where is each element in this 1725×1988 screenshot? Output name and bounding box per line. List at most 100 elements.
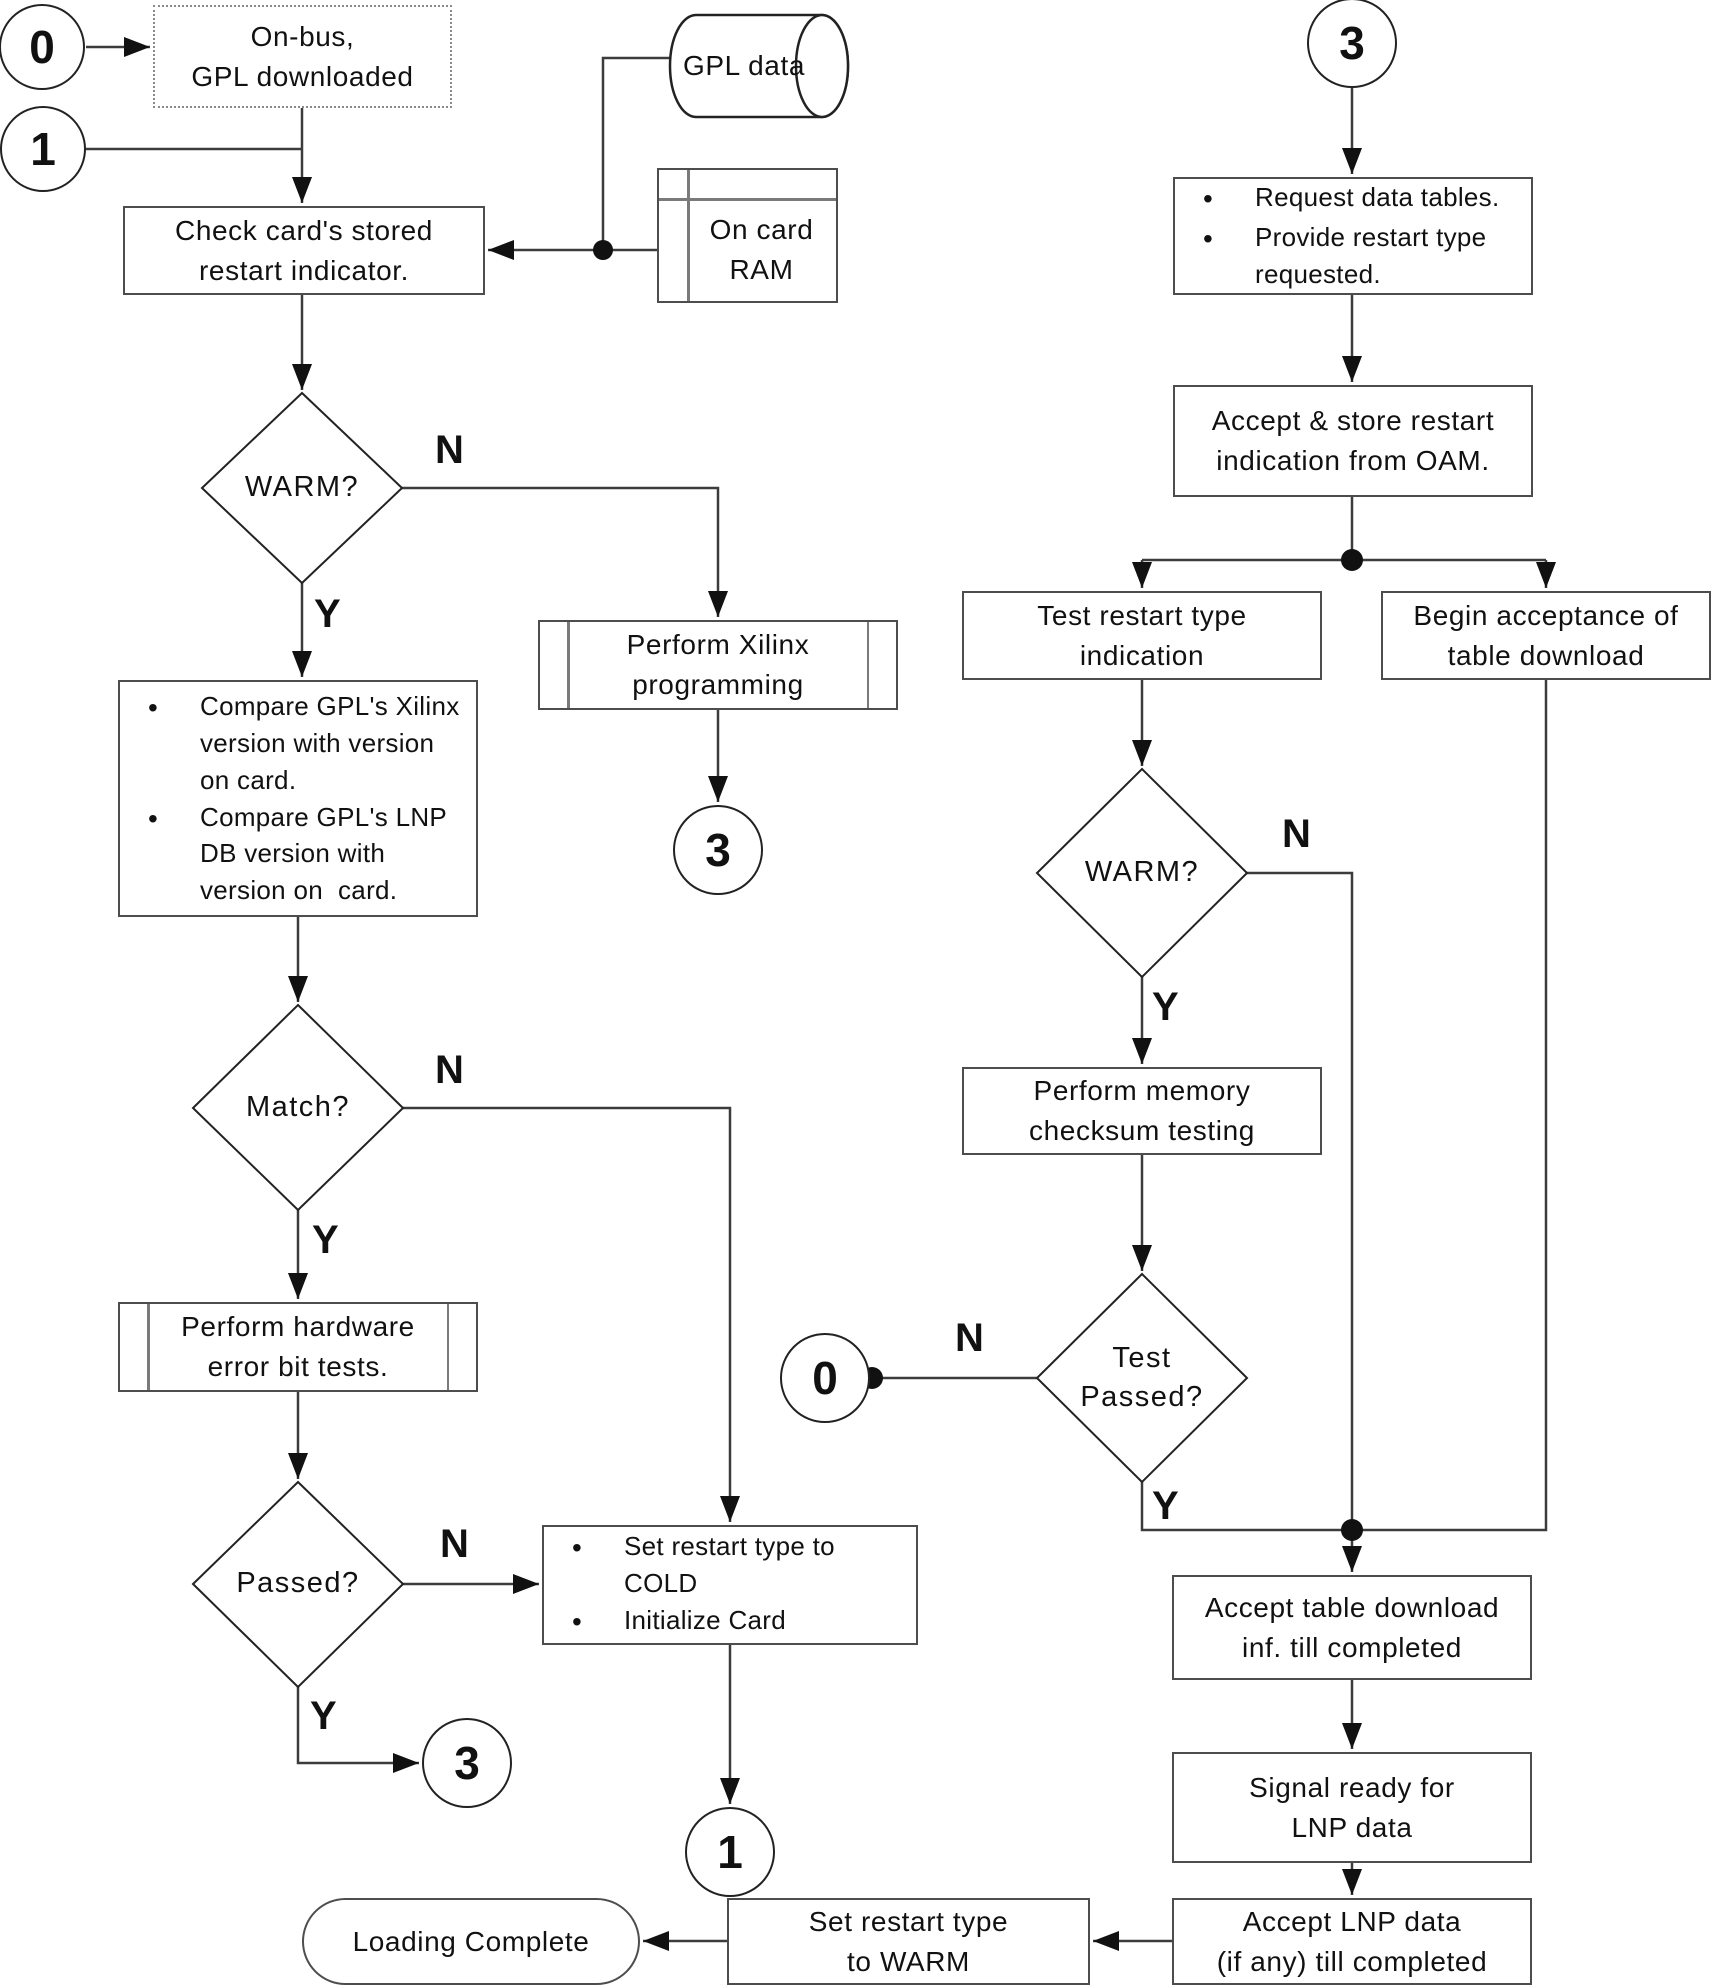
- decision-testpassed-label: Test Passed?: [1080, 1341, 1204, 1413]
- connector-3-passed-yes-label: 3: [454, 1737, 480, 1789]
- connector-1-after-cold: 1: [685, 1807, 775, 1897]
- terminal-loading-complete-text: Loading Complete: [352, 1925, 590, 1957]
- cold-item-1: • Set restart type to COLD: [572, 1528, 910, 1602]
- subroutine-hw-text: Perform hardware error bit tests.: [181, 1311, 415, 1382]
- subroutine-xilinx-right-bar: [866, 622, 869, 708]
- edge-warm2-no-down: [1247, 871, 1354, 1530]
- decision-match-text: Match?: [193, 1078, 403, 1138]
- bullet-icon: •: [1203, 222, 1214, 254]
- process-accept-store-restart-oam: Accept & store restart indication from O…: [1173, 385, 1533, 497]
- on-card-ram-inner-vline: [687, 170, 690, 301]
- decision-testpassed-shape: [1035, 1272, 1249, 1484]
- label-match-yes: Y: [312, 1218, 340, 1262]
- label-warm2-no: N: [1282, 812, 1312, 856]
- connector-3-passed-yes: 3: [422, 1718, 512, 1808]
- gpl-data-label: GPL data: [664, 36, 824, 96]
- decision-match-label: Match?: [245, 1091, 351, 1124]
- label-testpassed-yes: Y: [1152, 1484, 1180, 1528]
- process-set-cold-initialize: • Set restart type to COLD • Initialize …: [542, 1525, 918, 1645]
- on-card-ram-store: On card RAM: [657, 168, 838, 303]
- bullet-icon: •: [1203, 183, 1214, 215]
- connector-3-after-xilinx: 3: [673, 805, 763, 895]
- bullet-icon: •: [572, 1606, 583, 1638]
- compare-item-2-text: Compare GPL's LNP DB version with versio…: [200, 801, 448, 906]
- label-passed-no: N: [440, 1522, 470, 1566]
- process-signal-ready-lnp-text: Signal ready for LNP data: [1249, 1771, 1455, 1843]
- process-test-restart-type: Test restart type indication: [962, 591, 1322, 680]
- cold-item-2: • Initialize Card: [572, 1602, 910, 1642]
- connector-3-right-start: 3: [1307, 0, 1397, 88]
- decision-match-shape: [191, 1003, 405, 1212]
- edge-passed-yes-c3: [296, 1687, 419, 1773]
- connector-0-test-failed-label: 0: [812, 1352, 838, 1404]
- bullet-icon: •: [572, 1532, 583, 1564]
- gpl-data-cylinder-icon: [668, 13, 850, 119]
- process-request-data-tables: • Request data tables. • Provide restart…: [1173, 177, 1533, 295]
- cold-item-2-text: Initialize Card: [624, 1605, 787, 1636]
- connector-3-after-xilinx-label: 3: [705, 824, 731, 876]
- connector-3-right-start-label: 3: [1339, 17, 1365, 69]
- connector-1-start-label: 1: [30, 123, 56, 175]
- connector-1-after-cold-label: 1: [717, 1826, 743, 1878]
- decision-warm2-text: WARM?: [1037, 843, 1247, 903]
- decision-passed-label: Passed?: [236, 1567, 360, 1600]
- request-item-1-text: Request data tables.: [1255, 182, 1500, 213]
- process-set-restart-warm-text: Set restart type to WARM: [808, 1905, 1009, 1977]
- decision-passed-text: Passed?: [193, 1554, 403, 1614]
- process-check-restart-indicator: Check card's stored restart indicator.: [123, 206, 485, 295]
- process-accept-lnp-data: Accept LNP data (if any) till completed: [1172, 1898, 1532, 1985]
- process-accept-table-download-text: Accept table download inf. till complete…: [1204, 1591, 1500, 1663]
- label-testpassed-no: N: [955, 1316, 985, 1360]
- decision-testpassed-text: Test Passed?: [1037, 1320, 1247, 1436]
- process-set-restart-warm: Set restart type to WARM: [727, 1898, 1090, 1985]
- process-signal-ready-lnp: Signal ready for LNP data: [1172, 1752, 1532, 1863]
- subroutine-hardware-error-bit-tests: Perform hardware error bit tests.: [118, 1302, 478, 1392]
- edge-testpassed-yes-join: [1140, 1482, 1352, 1532]
- process-check-restart-indicator-text: Check card's stored restart indicator.: [175, 214, 433, 286]
- edge-match-no-cold: [403, 1106, 740, 1522]
- subroutine-perform-xilinx-programming: Perform Xilinx programming: [538, 620, 898, 710]
- state-onbus-gpl-downloaded: On-bus, GPL downloaded: [153, 5, 452, 108]
- decision-passed-shape: [191, 1480, 405, 1689]
- process-accept-table-download: Accept table download inf. till complete…: [1172, 1575, 1532, 1680]
- junction-dot-oam: [1341, 549, 1363, 571]
- state-onbus-gpl-downloaded-text: On-bus, GPL downloaded: [191, 20, 414, 92]
- decision-warm1-shape: [200, 391, 404, 585]
- compare-item-1: • Compare GPL's Xilinx version with vers…: [148, 688, 470, 799]
- decision-warm1-label: WARM?: [244, 471, 360, 504]
- process-compare-versions: • Compare GPL's Xilinx version with vers…: [118, 680, 478, 917]
- process-begin-acceptance-table-download: Begin acceptance of table download: [1381, 591, 1711, 680]
- process-begin-acceptance-text: Begin acceptance of table download: [1413, 599, 1679, 671]
- request-item-2-text: Provide restart type requested.: [1255, 221, 1487, 289]
- junction-dot-join: [1341, 1519, 1363, 1541]
- compare-item-1-text: Compare GPL's Xilinx version with versio…: [200, 690, 460, 795]
- on-card-ram-inner-hline: [659, 198, 836, 201]
- request-item-2: • Provide restart type requested.: [1203, 219, 1525, 293]
- connector-1-start: 1: [0, 106, 86, 192]
- process-accept-lnp-data-text: Accept LNP data (if any) till completed: [1216, 1905, 1488, 1977]
- process-memory-checksum-text: Perform memory checksum testing: [1029, 1075, 1255, 1146]
- subroutine-xilinx-text: Perform Xilinx programming: [626, 629, 810, 700]
- connector-0-start: 0: [0, 4, 85, 90]
- decision-warm2-label: WARM?: [1084, 856, 1200, 889]
- junction-dot-ram: [593, 240, 613, 260]
- cold-item-1-text: Set restart type to COLD: [624, 1531, 835, 1599]
- label-passed-yes: Y: [310, 1694, 338, 1738]
- edge-gpldata-elbow: [601, 56, 672, 250]
- decision-warm2-shape: [1035, 767, 1249, 979]
- terminal-loading-complete: Loading Complete: [302, 1898, 640, 1985]
- connector-0-start-label: 0: [29, 21, 55, 73]
- on-card-ram-text: On card RAM: [709, 213, 814, 285]
- process-memory-checksum-testing: Perform memory checksum testing: [962, 1067, 1322, 1155]
- label-warm2-yes: Y: [1152, 985, 1180, 1029]
- label-match-no: N: [435, 1048, 465, 1092]
- request-item-1: • Request data tables.: [1203, 179, 1525, 219]
- process-test-restart-type-text: Test restart type indication: [1037, 599, 1247, 671]
- subroutine-hw-right-bar: [446, 1304, 449, 1390]
- subroutine-hw-left-bar: [147, 1304, 150, 1390]
- decision-warm1-text: WARM?: [202, 458, 402, 518]
- subroutine-xilinx-left-bar: [567, 622, 570, 708]
- gpl-data-text: GPL data: [682, 50, 806, 82]
